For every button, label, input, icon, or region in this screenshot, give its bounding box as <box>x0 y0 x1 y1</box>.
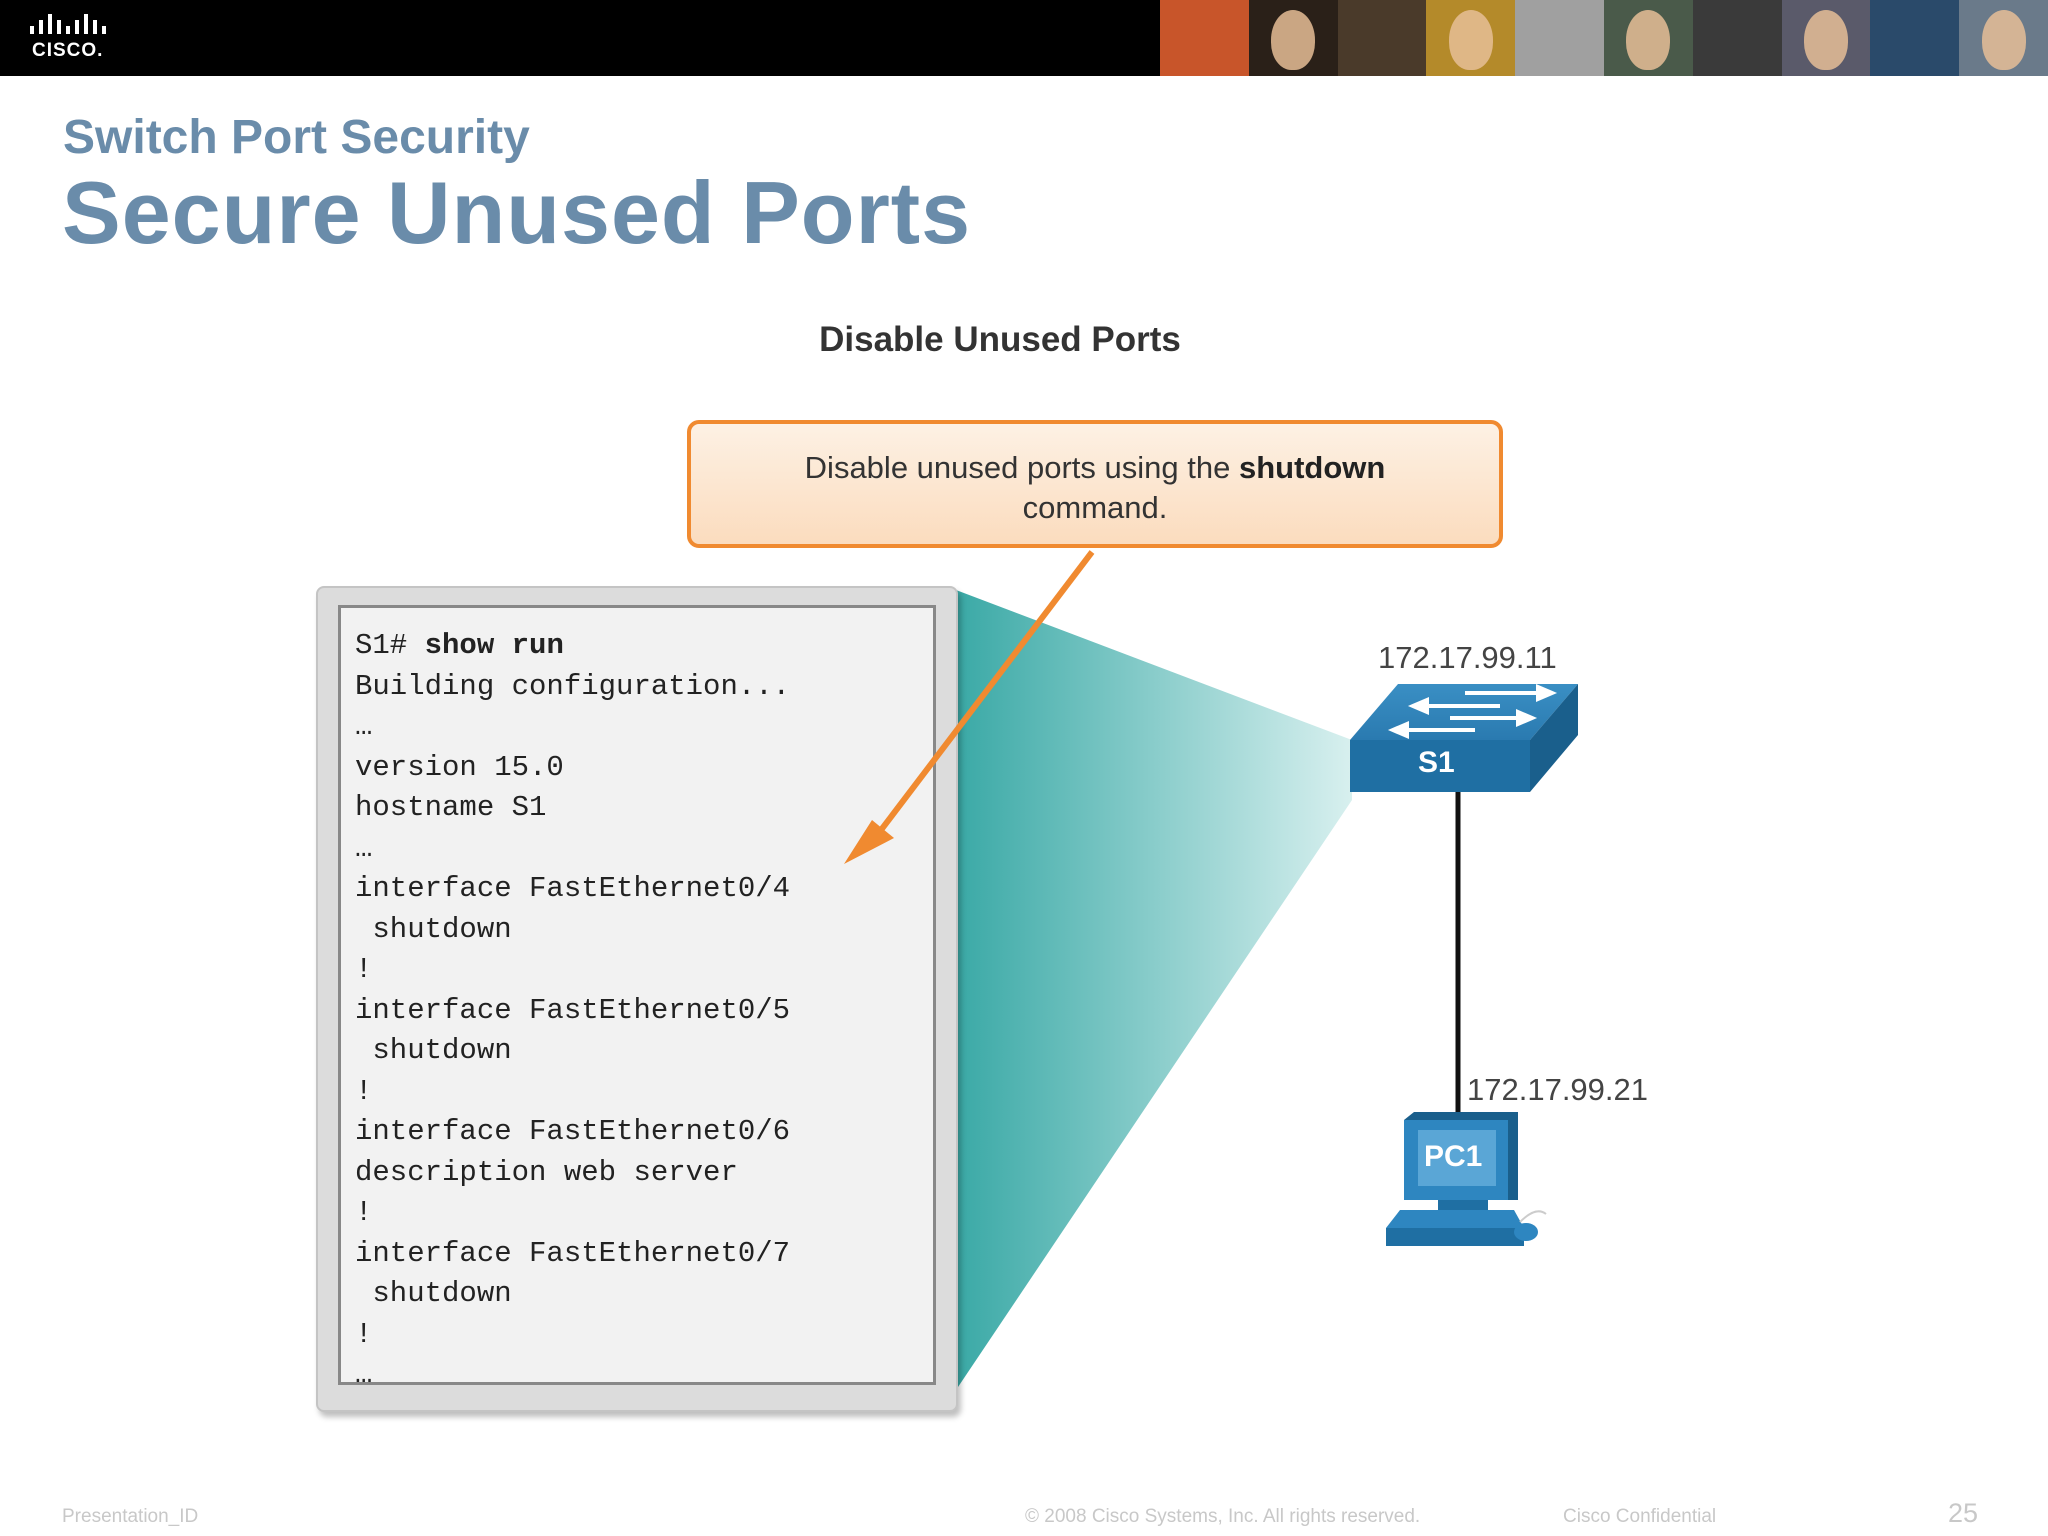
header-photo <box>1781 0 1871 76</box>
console-line: Building configuration... <box>355 669 791 703</box>
console-command-line: S1# show run <box>355 626 790 667</box>
header-photo <box>1515 0 1604 76</box>
console-line: ! <box>355 1317 373 1351</box>
header-photo-strip <box>1160 0 2048 76</box>
pc-name-label: PC1 <box>1424 1140 1483 1173</box>
switch-name-label: S1 <box>1418 746 1455 779</box>
footer-confidential: Cisco Confidential <box>1563 1506 1717 1527</box>
console-line: version 15.0 <box>355 750 564 784</box>
console-line: … <box>355 710 373 743</box>
console-line: interface FastEthernet0/5 <box>355 993 791 1027</box>
callout-box: Disable unused ports using the shutdown … <box>687 420 1503 548</box>
header-photo <box>1160 0 1249 76</box>
console-line: … <box>355 831 373 865</box>
console-line: hostname S1 <box>355 791 547 824</box>
callout-text: Disable unused ports using the <box>804 450 1239 485</box>
slide-subtitle: Switch Port Security <box>63 111 530 164</box>
console-line: interface FastEthernet0/6 <box>355 1115 791 1148</box>
console-command: show run <box>424 629 564 662</box>
person-photo-icon <box>1981 10 2026 70</box>
footer-presentation-id: Presentation_ID <box>62 1506 199 1527</box>
console-line: shutdown <box>355 1277 512 1310</box>
callout-bold-command: shutdown <box>1238 450 1386 485</box>
header-photo <box>1426 0 1516 76</box>
person-photo-icon <box>1626 10 1671 70</box>
pc-icon <box>1386 1112 1547 1246</box>
console-line: ! <box>355 953 373 986</box>
console-line: shutdown <box>355 1034 512 1067</box>
header-photo <box>1603 0 1693 76</box>
header-photo <box>1870 0 1960 76</box>
page-number: 25 <box>1948 1498 1979 1528</box>
header-bar: CISCO. <box>0 0 2048 76</box>
console-line: description web server <box>355 1155 738 1189</box>
arrowhead-icon <box>844 820 894 864</box>
figure-title: Disable Unused Ports <box>819 320 1181 359</box>
header-photo <box>1337 0 1427 76</box>
pc-ip-label: 172.17.99.21 <box>1467 1072 1649 1107</box>
cisco-bars-icon <box>30 14 106 34</box>
switch-ip-label: 172.17.99.11 <box>1378 640 1557 675</box>
console-window: S1# show run Building configuration... … v… <box>338 605 936 1385</box>
slide-title: Secure Unused Ports <box>62 163 972 262</box>
header-photo <box>1692 0 1782 76</box>
console-line: shutdown <box>355 912 512 946</box>
callout-text-end: command. <box>1022 490 1168 525</box>
console-output: S1# show run Building configuration... … v… <box>355 626 791 1385</box>
cisco-wordmark: CISCO. <box>32 40 104 61</box>
header-photo <box>1248 0 1338 76</box>
switch-icon <box>1350 683 1578 792</box>
person-photo-icon <box>1803 10 1848 70</box>
console-funnel <box>956 590 1352 1390</box>
console-line: interface FastEthernet0/7 <box>355 1236 791 1270</box>
header-photo <box>1959 0 2048 76</box>
console-line: ! <box>355 1074 373 1108</box>
person-photo-icon <box>1271 10 1316 70</box>
console-line: ! <box>355 1196 373 1229</box>
console-line: interface FastEthernet0/4 <box>355 872 791 905</box>
cisco-logo[interactable]: CISCO. <box>28 14 128 64</box>
person-photo-icon <box>1448 10 1493 70</box>
console-prompt: S1# <box>355 629 425 662</box>
console-line: … <box>355 1358 373 1385</box>
footer-copyright: © 2008 Cisco Systems, Inc. All rights re… <box>1025 1506 1421 1527</box>
